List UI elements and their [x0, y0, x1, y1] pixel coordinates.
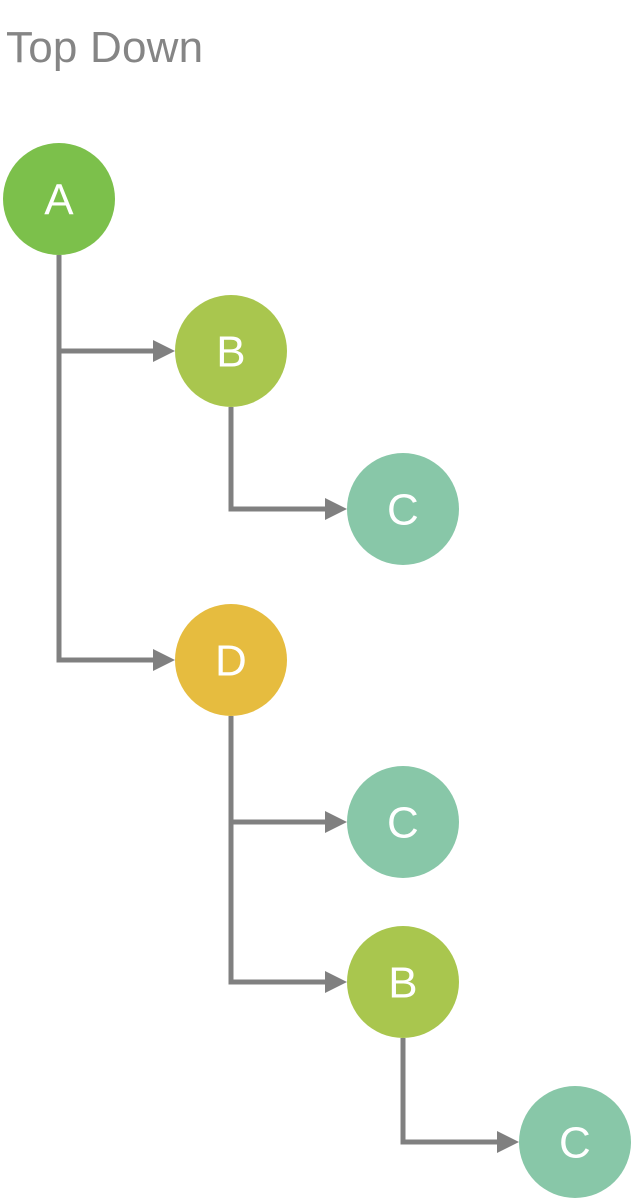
node-label-c3: C: [559, 1119, 591, 1168]
edge-line: [228, 716, 325, 825]
arrowhead-icon: [497, 1131, 519, 1153]
edge-b2-to-c3: [400, 1038, 519, 1153]
node-label-c1: C: [387, 486, 419, 535]
nodes-layer: A B C D C B C: [3, 143, 631, 1198]
node-circle-b2[interactable]: [347, 926, 459, 1038]
node-label-d: D: [215, 637, 247, 686]
edge-line: [228, 407, 325, 512]
node-c3[interactable]: C: [519, 1086, 631, 1198]
node-b2[interactable]: B: [347, 926, 459, 1038]
node-c1[interactable]: C: [347, 453, 459, 565]
node-label-b1: B: [216, 328, 246, 377]
page-title: Top Down: [6, 23, 203, 72]
edges-layer: [56, 255, 519, 1153]
arrowhead-icon: [153, 340, 175, 362]
node-circle-c3[interactable]: [519, 1086, 631, 1198]
arrowhead-icon: [325, 811, 347, 833]
node-circle-d[interactable]: [175, 604, 287, 716]
node-d[interactable]: D: [175, 604, 287, 716]
edge-line: [56, 255, 153, 354]
arrowhead-icon: [153, 649, 175, 671]
edge-d-to-c2: [228, 716, 347, 833]
node-circle-a[interactable]: [3, 143, 115, 255]
arrowhead-icon: [325, 498, 347, 520]
node-label-c2: C: [387, 799, 419, 848]
edge-line: [400, 1038, 497, 1145]
edge-line: [56, 255, 153, 663]
edge-b1-to-c1: [228, 407, 347, 520]
edge-d-to-b2: [228, 716, 347, 993]
node-b1[interactable]: B: [175, 295, 287, 407]
node-label-b2: B: [388, 959, 418, 1008]
node-label-a: A: [44, 176, 74, 225]
edge-line: [228, 716, 325, 985]
node-circle-b1[interactable]: [175, 295, 287, 407]
edge-a-to-d: [56, 255, 175, 671]
node-c2[interactable]: C: [347, 766, 459, 878]
edge-a-to-b1: [56, 255, 175, 362]
arrowhead-icon: [325, 971, 347, 993]
node-a[interactable]: A: [3, 143, 115, 255]
node-circle-c1[interactable]: [347, 453, 459, 565]
node-circle-c2[interactable]: [347, 766, 459, 878]
